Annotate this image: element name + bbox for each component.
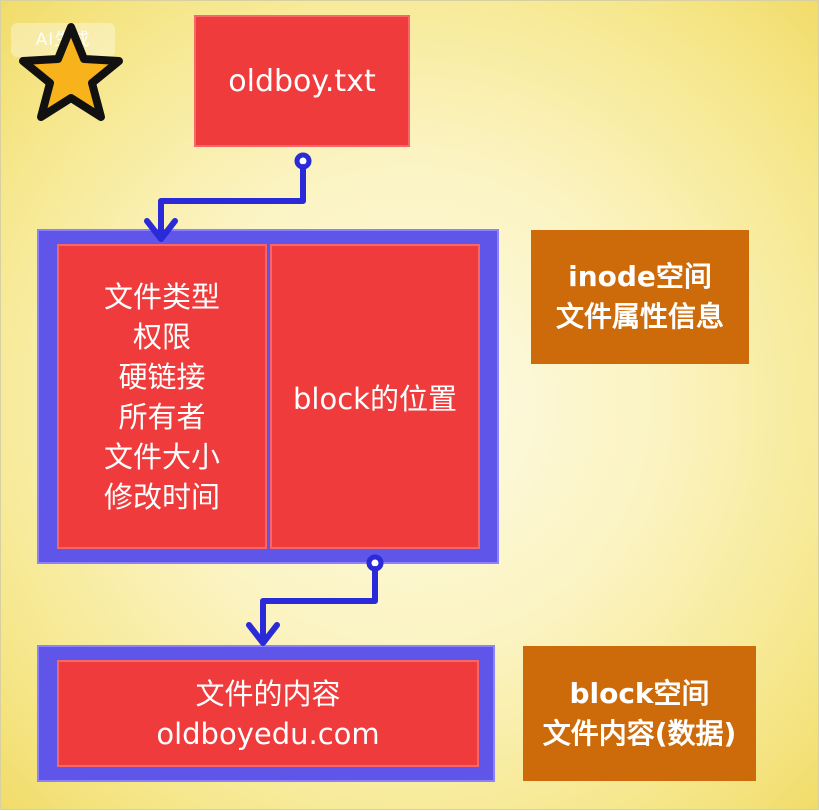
filename-box: oldboy.txt — [194, 15, 410, 147]
inode-to-block-arrow — [246, 554, 384, 646]
block-label-title: block空间 — [569, 676, 710, 710]
attr-modified-time: 修改时间 — [103, 479, 220, 514]
inode-space-label: inode空间 文件属性信息 — [531, 230, 749, 364]
filename-text: oldboy.txt — [228, 63, 376, 99]
block-position-text: block的位置 — [293, 381, 457, 416]
attr-owner: 所有者 — [118, 399, 206, 434]
attr-file-type: 文件类型 — [103, 279, 220, 314]
block-label-desc: 文件内容(数据) — [542, 716, 737, 750]
attr-permissions: 权限 — [132, 319, 191, 354]
block-position-box: block的位置 — [270, 244, 480, 549]
block-space-label: block空间 文件内容(数据) — [523, 646, 756, 781]
content-value: oldboyedu.com — [156, 716, 380, 751]
inode-label-title: inode空间 — [568, 260, 712, 293]
file-content-box: 文件的内容 oldboyedu.com — [57, 660, 479, 767]
attr-hard-links: 硬链接 — [118, 359, 206, 394]
star-icon — [19, 23, 123, 121]
filename-to-inode-arrow — [144, 152, 312, 242]
content-title: 文件的内容 — [195, 676, 341, 711]
attr-file-size: 文件大小 — [103, 439, 220, 474]
inode-label-desc: 文件属性信息 — [555, 300, 724, 333]
inode-attributes-box: 文件类型 权限 硬链接 所有者 文件大小 修改时间 — [57, 244, 267, 549]
